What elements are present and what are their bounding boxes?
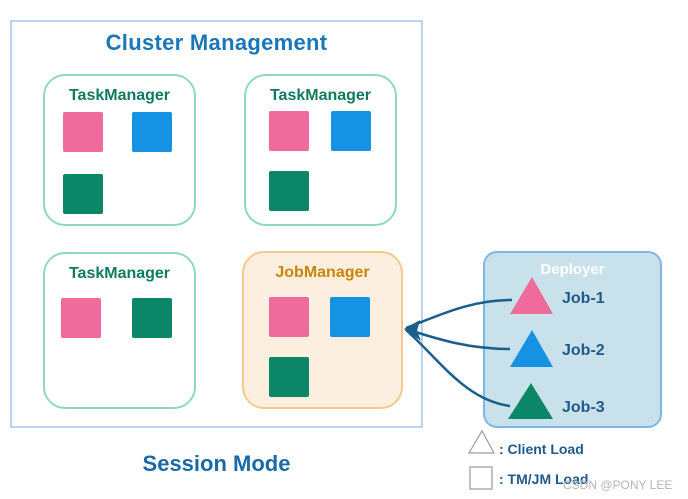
job-2-triangle-icon bbox=[510, 330, 553, 367]
green-slot bbox=[269, 357, 309, 397]
blue-slot bbox=[132, 112, 172, 152]
arrow-job-1 bbox=[405, 298, 513, 330]
job-1-triangle-icon bbox=[510, 277, 553, 314]
taskmanager-title: TaskManager bbox=[68, 265, 171, 282]
deployer-box bbox=[483, 251, 662, 428]
cluster-title: Cluster Management bbox=[105, 30, 328, 55]
pink-slot bbox=[269, 297, 309, 337]
arrow-job-3 bbox=[405, 329, 511, 408]
job-3-triangle-icon bbox=[508, 383, 553, 419]
green-slot bbox=[132, 298, 172, 338]
jobmanager-box: JobManager bbox=[242, 251, 403, 409]
taskmanager-title: TaskManager bbox=[269, 87, 372, 104]
taskmanager-box-2: TaskManager bbox=[244, 74, 397, 226]
pink-slot bbox=[61, 298, 101, 338]
pink-slot bbox=[63, 112, 103, 152]
arrow-head bbox=[404, 320, 421, 341]
taskmanager-box-1: TaskManager bbox=[43, 74, 196, 226]
pink-slot bbox=[269, 111, 309, 151]
csdn-watermark: CSDN @PONY LEE bbox=[563, 478, 673, 492]
job-2-label: Job-2 bbox=[562, 342, 605, 359]
client-load-triangle-icon bbox=[467, 429, 496, 454]
green-slot bbox=[63, 174, 103, 214]
blue-slot bbox=[330, 297, 370, 337]
blue-slot bbox=[331, 111, 371, 151]
green-slot bbox=[269, 171, 309, 211]
session-mode-caption: Session Mode bbox=[142, 451, 291, 476]
taskmanager-title: TaskManager bbox=[68, 87, 171, 104]
jobmanager-title: JobManager bbox=[275, 264, 370, 281]
arrow-lines bbox=[405, 298, 513, 408]
tm-jm-load-square-icon bbox=[469, 466, 493, 490]
taskmanager-box-3: TaskManager bbox=[43, 252, 196, 409]
deployer-title: Deployer bbox=[540, 261, 605, 278]
job-1-label: Job-1 bbox=[562, 290, 605, 307]
legend-client-load: : Client Load bbox=[499, 441, 584, 457]
legend-tm-jm-load: : TM/JM Load bbox=[499, 471, 589, 487]
job-3-label: Job-3 bbox=[562, 399, 605, 416]
